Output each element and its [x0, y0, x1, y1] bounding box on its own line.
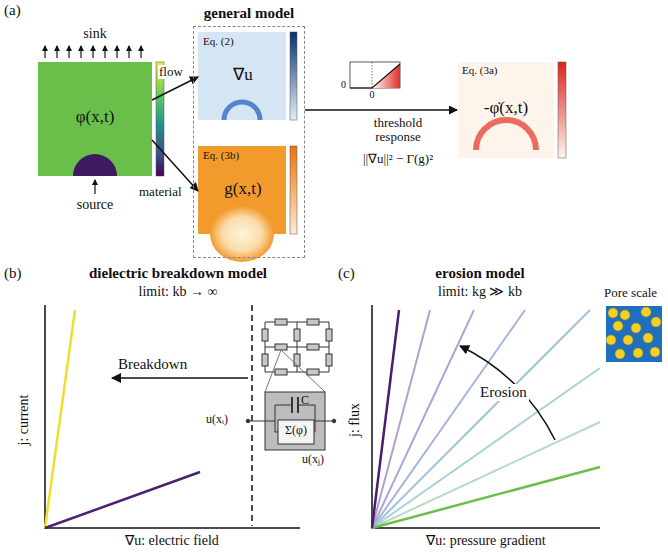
figure-label: C [301, 394, 309, 408]
figure-label: limit: kg ≫ kb [438, 284, 522, 300]
phi-panel [38, 46, 164, 194]
figure-label: ∇u: electric field [125, 533, 219, 549]
flow-arrow [305, 109, 457, 111]
equation-tag: Eq. (3a) [462, 64, 497, 76]
figure-label: Breakdown [118, 356, 187, 373]
field-panel: Eq. (3a) -φ̇(x,t) [458, 62, 554, 158]
figure-label: (a) [4, 2, 21, 19]
figure-label: u(xᵢ) [206, 413, 228, 427]
gradient-panel [198, 32, 297, 120]
figure-label: 0 [341, 79, 346, 91]
figure-label: source [77, 197, 114, 213]
group-heading: general model [174, 5, 324, 22]
breakdown-plot [45, 305, 300, 528]
field-panel: Eq. (2) ∇u [199, 33, 287, 121]
flow-arrow [152, 77, 198, 100]
rate-panel [458, 62, 566, 158]
figure-label: (c) [338, 265, 355, 282]
figure-label: dielectric breakdown model [89, 265, 267, 282]
figure-label: j: current [16, 395, 32, 446]
figure-label: j: flux [347, 403, 363, 437]
field-symbol: φ(x,t) [38, 107, 152, 127]
figure-label: erosion model [435, 265, 524, 282]
figure-label: ∇u: pressure gradient [426, 533, 545, 549]
figure-label: Pore scale [604, 286, 657, 301]
edge-label: threshold response [357, 116, 439, 145]
erosion-plot [372, 305, 600, 528]
figure-label: Σ(φ) [285, 424, 307, 438]
figure-label: 0 [370, 89, 375, 101]
equation-tag: Eq. (2) [203, 35, 234, 47]
pore-image [606, 306, 662, 362]
equation-tag: Eq. (3b) [203, 149, 239, 161]
figure-label: Erosion [478, 384, 529, 401]
material-panel [198, 146, 297, 262]
resistor-network [246, 319, 336, 450]
model-group: general modelEq. (2)∇uEq. (3b)g(x,t) [193, 26, 305, 258]
threshold-graph [350, 62, 400, 88]
field-symbol: g(x,t) [199, 179, 287, 199]
field-symbol: -φ̇(x,t) [458, 98, 554, 118]
edge-label: flow [158, 65, 184, 79]
figure-label: (b) [4, 265, 22, 282]
figure-label: limit: kb → ∞ [139, 284, 218, 300]
field-panel: φ(x,t) [38, 62, 152, 176]
flow-arrow [152, 140, 198, 191]
figure-label: sink [83, 26, 106, 42]
edge-label: material [138, 185, 183, 199]
field-symbol: ∇u [199, 64, 287, 85]
figure-label: ||∇u||² − Γ(g)² [363, 152, 433, 167]
field-panel: Eq. (3b) g(x,t) [199, 147, 287, 235]
figure-label: u(xⱼ) [302, 453, 324, 467]
